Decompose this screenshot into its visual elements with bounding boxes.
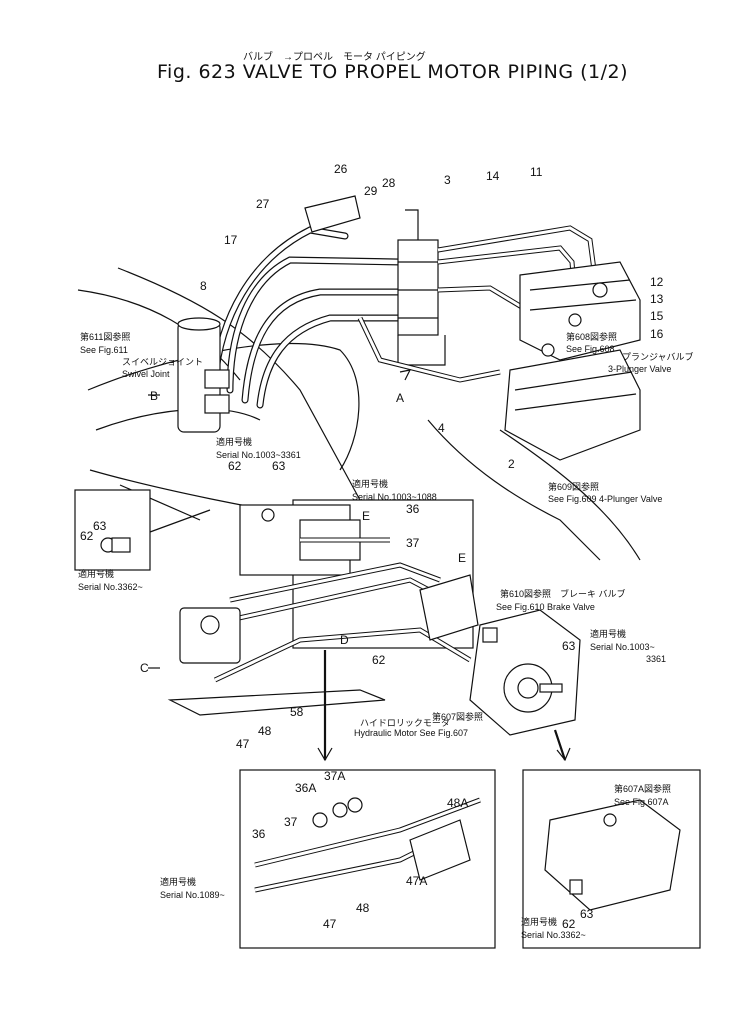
figure-title: Fig. 623 VALVE TO PROPEL MOTOR PIPING (1…	[157, 61, 628, 83]
note-text: 適用号機	[352, 478, 388, 489]
part-label: 48	[258, 724, 272, 738]
note-text: See Fig.609 4-Plunger Valve	[548, 494, 662, 504]
part-label: D	[340, 633, 349, 647]
part-label: 13	[650, 292, 664, 306]
note-text: Swivel Joint	[122, 369, 170, 379]
note-text: See Fig.611	[80, 345, 128, 355]
part-labels: 26 29 28 3 14 11 27 17 8 12 13 15 16 4 2…	[80, 162, 664, 931]
part-label: 47	[236, 737, 250, 751]
part-label: 48A	[447, 796, 468, 810]
note-text: See Fig.607A	[614, 797, 669, 807]
note-text: Serial No.1003~1088	[352, 492, 437, 502]
detail-box-bottom	[239, 769, 496, 949]
note-text: 第610図参照 ブレーキ バルブ	[500, 588, 626, 599]
note-text: 適用号機	[590, 628, 626, 639]
note-text: 適用号機	[78, 568, 114, 579]
part-label: 58	[290, 705, 304, 719]
hydraulic-motor	[469, 609, 581, 736]
part-label: E	[362, 509, 370, 523]
note-text: 適用号機	[521, 916, 557, 927]
view-label-c: C	[140, 661, 149, 675]
part-label: E	[458, 551, 466, 565]
part-label: 47	[323, 917, 337, 931]
leader-arrows	[148, 369, 571, 762]
note-text: 第609図参照	[548, 481, 599, 492]
detail-box-right	[522, 769, 701, 949]
part-label: 27	[256, 197, 270, 211]
part-label: 4	[438, 421, 445, 435]
part-label: 37A	[324, 769, 345, 783]
part-label: 2	[508, 457, 515, 471]
detail-box-left	[74, 489, 211, 571]
note-text: 第608図参照	[566, 331, 617, 342]
note-text: See Fig.610 Brake Valve	[496, 602, 595, 612]
note-text: 3-Plunger Valve	[608, 364, 671, 374]
plunger-valves	[504, 261, 641, 461]
part-label: 62	[372, 653, 386, 667]
part-label: 63	[272, 459, 286, 473]
part-label: 11	[530, 165, 543, 179]
note-text: Serial No.3362~	[78, 582, 143, 592]
part-label: 37	[284, 815, 298, 829]
annotation-notes: 第611図参照 See Fig.611 スイベルジョイント Swivel Joi…	[78, 331, 694, 940]
part-label: 48	[356, 901, 370, 915]
part-label: 26	[334, 162, 348, 176]
part-label: 63	[562, 639, 576, 653]
note-text: Serial No.1089~	[160, 890, 225, 900]
part-label: 14	[486, 169, 500, 183]
note-text: 適用号機	[216, 436, 252, 447]
part-label: 8	[200, 279, 207, 293]
part-label: 15	[650, 309, 664, 323]
note-text: See Fig.608	[566, 344, 615, 354]
part-label: 3	[444, 173, 451, 187]
part-label: 17	[224, 233, 238, 247]
part-label: 63	[580, 907, 594, 921]
junction-block	[304, 195, 446, 366]
part-label: 62	[228, 459, 242, 473]
part-label: 47A	[406, 874, 427, 888]
part-label: 16	[650, 327, 664, 341]
title-kana: バルブ →プロペル モータ パイピング	[243, 50, 426, 63]
part-label: 28	[382, 176, 396, 190]
note-text: 適用号機	[160, 876, 196, 887]
note-text: 3361	[646, 654, 666, 664]
note-text: Hydraulic Motor See Fig.607	[354, 728, 468, 738]
part-label: 62	[562, 917, 576, 931]
hose-bundle	[211, 226, 404, 409]
view-label-a: A	[396, 391, 404, 405]
note-text: プランジャバルブ	[622, 351, 694, 362]
view-label-b: B	[150, 389, 158, 403]
part-label: 37	[406, 536, 420, 550]
note-text: Serial No.3362~	[521, 930, 586, 940]
part-label: 36	[252, 827, 266, 841]
note-text: Serial No.1003~	[590, 642, 655, 652]
part-label: 29	[364, 184, 378, 198]
swivel-joint	[177, 317, 230, 433]
part-label: 12	[650, 275, 664, 289]
note-text: 第607図参照	[432, 711, 483, 722]
note-text: ハイドロリックモータ	[360, 718, 450, 728]
note-text: 第611図参照	[80, 331, 130, 342]
note-text: Serial No.1003~3361	[216, 450, 301, 460]
part-label: 62	[80, 529, 94, 543]
note-text: 第607A図参照	[614, 783, 671, 794]
note-text: スイベルジョイント	[122, 357, 203, 367]
part-label: 36A	[295, 781, 316, 795]
lower-pipes	[179, 562, 479, 683]
part-label: 36	[406, 502, 420, 516]
part-label: 63	[93, 519, 107, 533]
